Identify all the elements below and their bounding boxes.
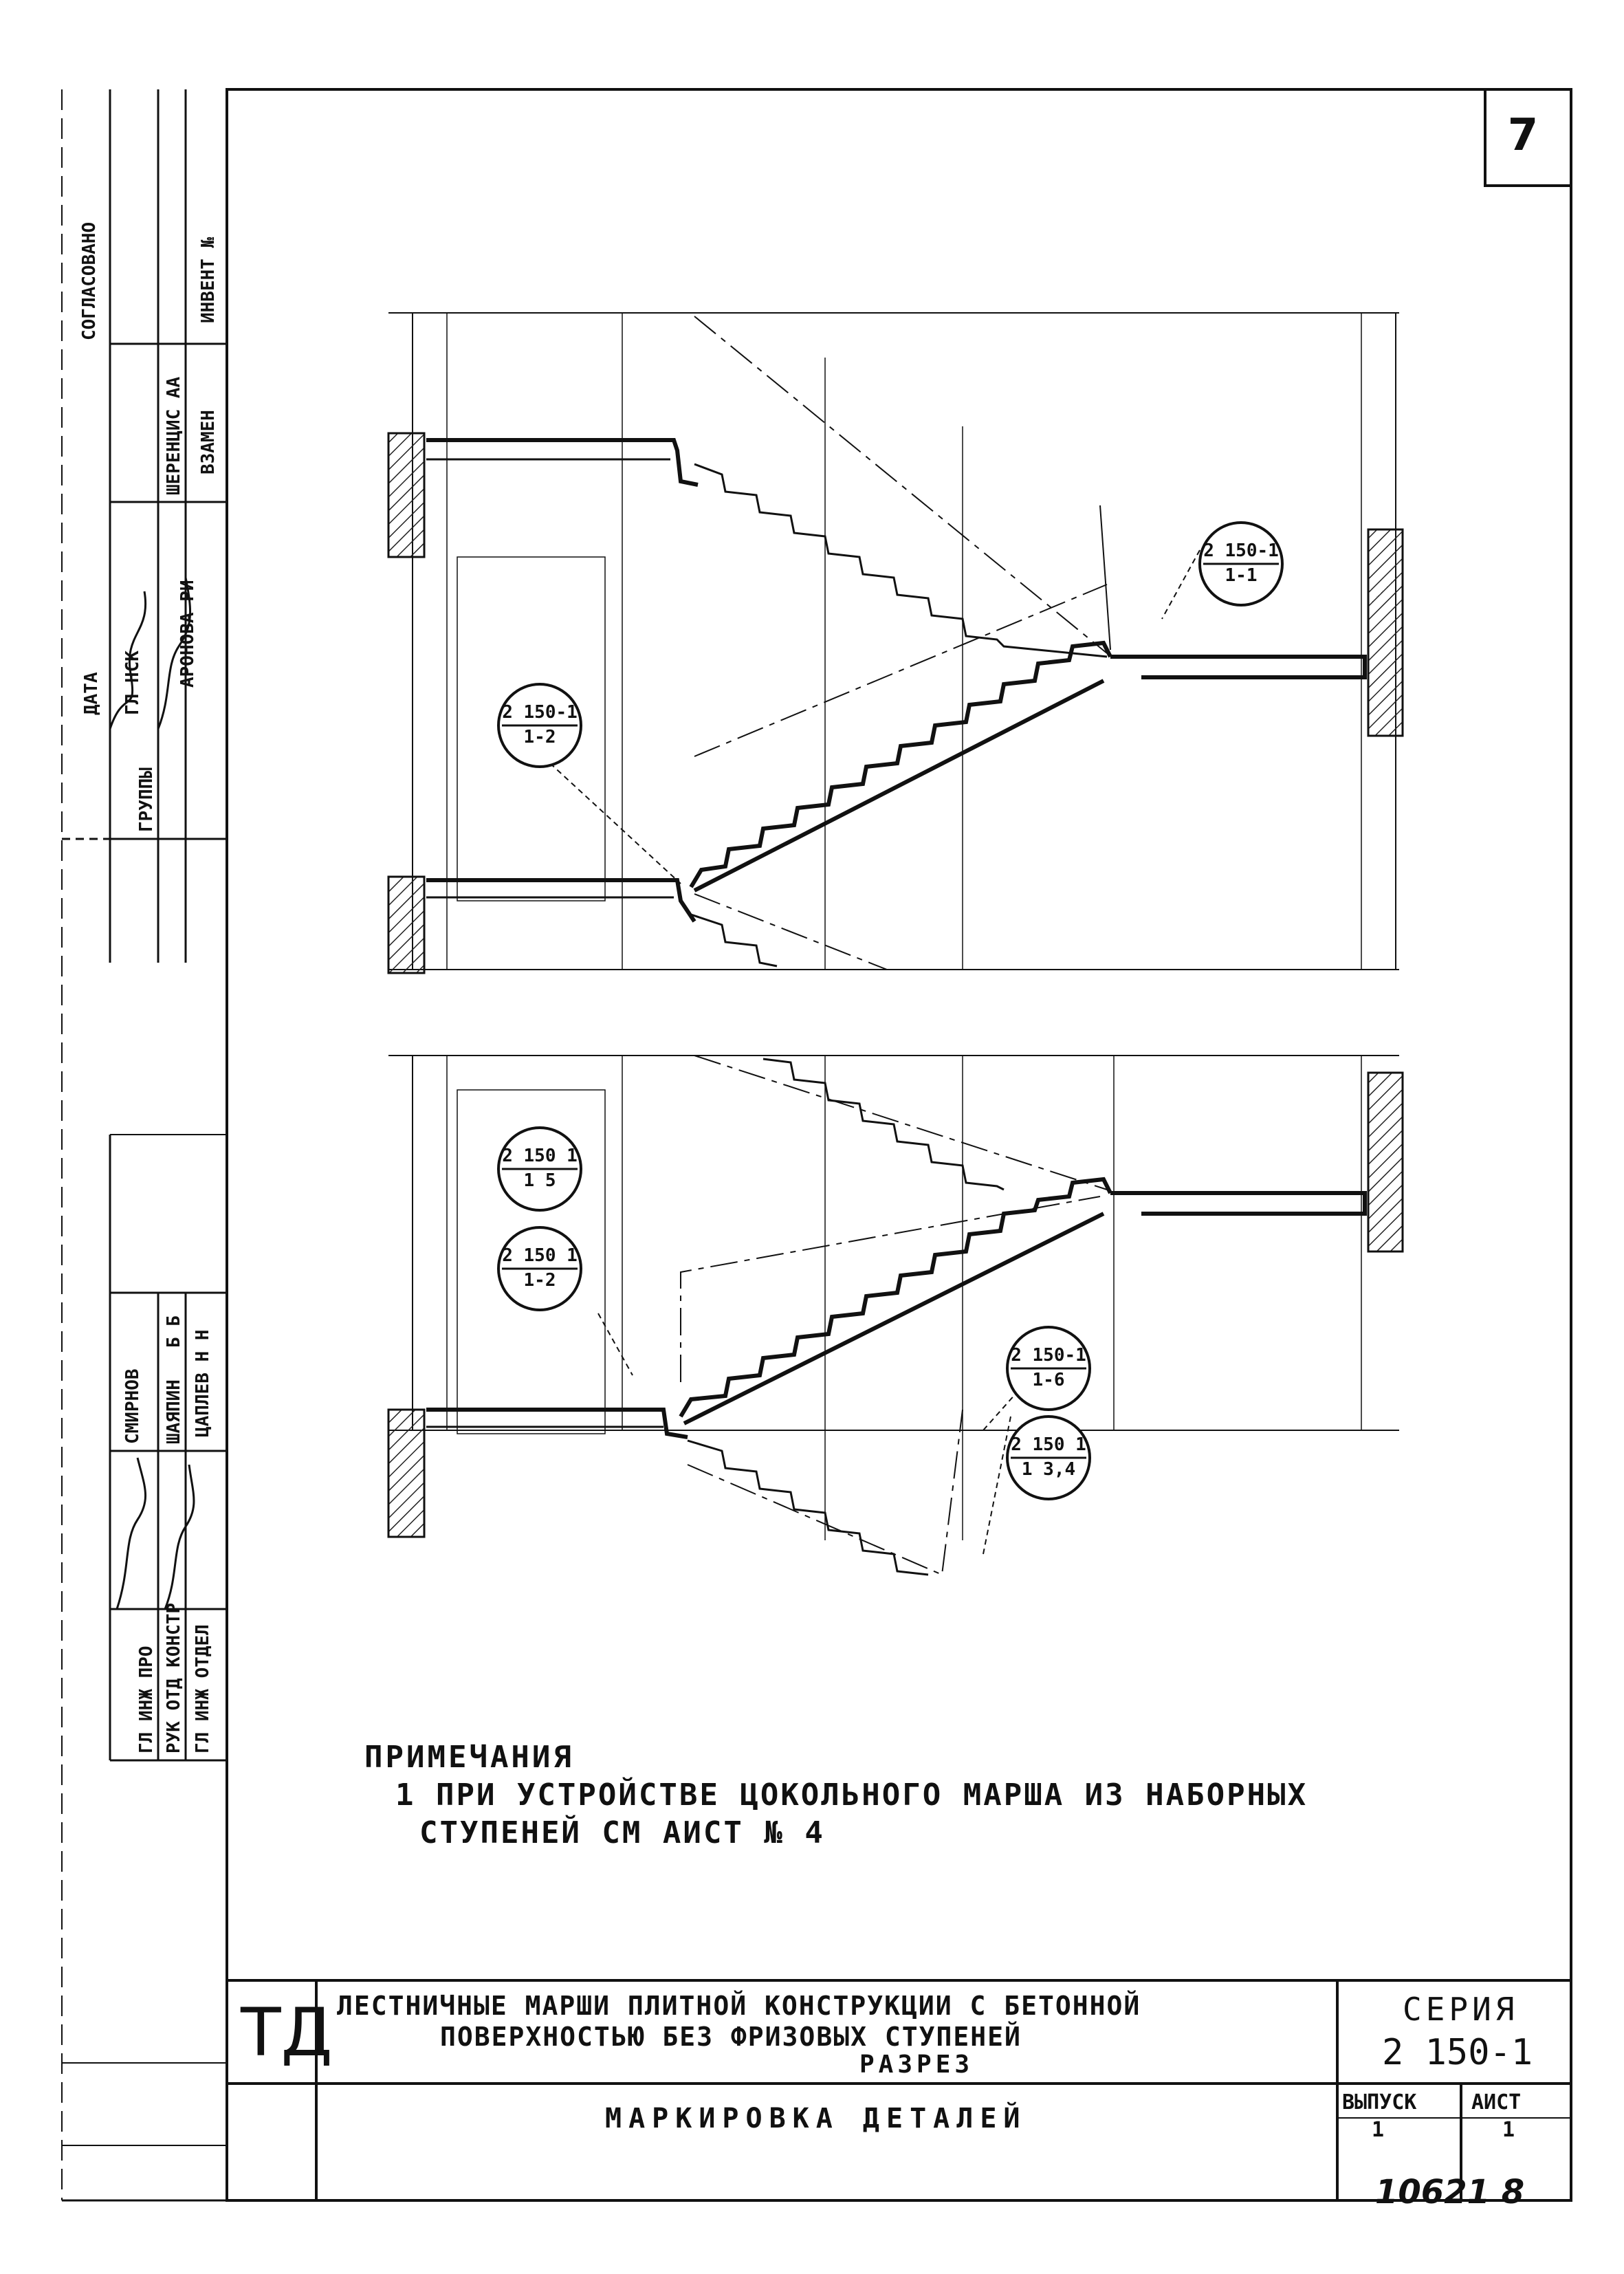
sheet-frame <box>61 88 1572 2202</box>
stamp-row-a-name: ШЕРЕНЦИС АА <box>164 376 184 495</box>
lower-section-drawing <box>387 1055 1404 1576</box>
series-label: СЕРИЯ <box>1403 1991 1519 2028</box>
organization-mark: ТД <box>241 1994 333 2071</box>
callout-ref: 2 150 1 <box>502 1245 578 1266</box>
signature-marks-lower <box>116 1457 195 1610</box>
callout-detail: 1-6 <box>1032 1370 1065 1390</box>
callout-detail: 1-2 <box>523 1270 556 1291</box>
stamp-role-2: РУК ОТД КОНСТР <box>164 1602 184 1753</box>
stamp-row-d-name: Б Б <box>164 1315 184 1348</box>
archive-number: 10621 8 <box>1375 2173 1525 2211</box>
callout-detail: 1-1 <box>1225 565 1258 586</box>
upper-section-drawing <box>387 312 1404 974</box>
sheet-number: 7 <box>1507 110 1539 161</box>
title-block-frame <box>227 1979 1571 2200</box>
callout-ref: 2 150 1 <box>1011 1434 1086 1455</box>
stamp-role-1: ГЛ ИНЖ ОТДЕЛ <box>193 1624 213 1753</box>
callout-1-2-lower: 2 150 1 1-2 <box>502 1243 578 1293</box>
title-line-2: ПОВЕРХНОСТЬЮ БЕЗ ФРИЗОВЫХ СТУПЕНЕЙ <box>440 2022 1022 2052</box>
issue-value: 1 <box>1372 2118 1385 2142</box>
callout-ref: 2 150-1 <box>1203 540 1279 561</box>
callout-1-2: 2 150-1 1-2 <box>502 700 578 750</box>
notes-title: ПРИМЕЧАНИЯ <box>364 1740 574 1775</box>
callout-ref: 2 150-1 <box>1011 1345 1086 1366</box>
sheet-value: 1 <box>1502 2118 1515 2142</box>
callout-ref: 2 150 1 <box>502 1146 578 1166</box>
callout-detail: 1 5 <box>523 1170 556 1191</box>
note-line-2: СТУПЕНЕЙ СМ АИСТ № 4 <box>419 1815 825 1850</box>
issue-label: ВЫПУСК <box>1342 2090 1417 2114</box>
callout-1-3-4: 2 150 1 1 3,4 <box>1011 1432 1086 1482</box>
stamp-row-c-name: СМИРНОВ <box>122 1368 143 1444</box>
stamp-vzamen-label: ВЗАМЕН <box>198 410 219 474</box>
stamp-role-3: ГЛ ИНЖ ПРО <box>136 1646 157 1753</box>
callout-circles <box>497 521 1284 1500</box>
side-stamp-table <box>62 89 227 2146</box>
drawing-subtitle: МАРКИРОВКА ДЕТАЛЕЙ <box>605 2103 1027 2134</box>
stamp-row-b-role: ГРУППЫ <box>136 767 157 832</box>
series-value: 2 150-1 <box>1382 2032 1533 2073</box>
stamp-agreed: СОГЛАСОВАНО <box>79 221 100 340</box>
callout-1-1: 2 150-1 1-1 <box>1203 538 1279 588</box>
sheet-label: АИСТ <box>1471 2090 1522 2114</box>
callout-detail: 1-2 <box>523 727 556 747</box>
signature-marks-upper <box>109 577 191 730</box>
callout-detail: 1 3,4 <box>1021 1459 1076 1480</box>
callout-ref: 2 150-1 <box>502 702 578 723</box>
title-line-3: РАЗРЕЗ <box>859 2051 974 2079</box>
note-line-1: 1 ПРИ УСТРОЙСТВЕ ЦОКОЛЬНОГО МАРША ИЗ НАБ… <box>395 1778 1308 1813</box>
title-line-1: ЛЕСТНИЧНЫЕ МАРШИ ПЛИТНОЙ КОНСТРУКЦИИ С Б… <box>337 1991 1141 2021</box>
stamp-inv-label: ИНВЕНТ № <box>198 237 219 323</box>
callout-1-6: 2 150-1 1-6 <box>1011 1343 1086 1392</box>
callout-1-5: 2 150 1 1 5 <box>502 1144 578 1193</box>
stamp-row-e-name: ЦАПЛЕВ Н Н <box>193 1329 213 1437</box>
stamp-row-d-role: ШАЯПИН <box>164 1379 184 1444</box>
